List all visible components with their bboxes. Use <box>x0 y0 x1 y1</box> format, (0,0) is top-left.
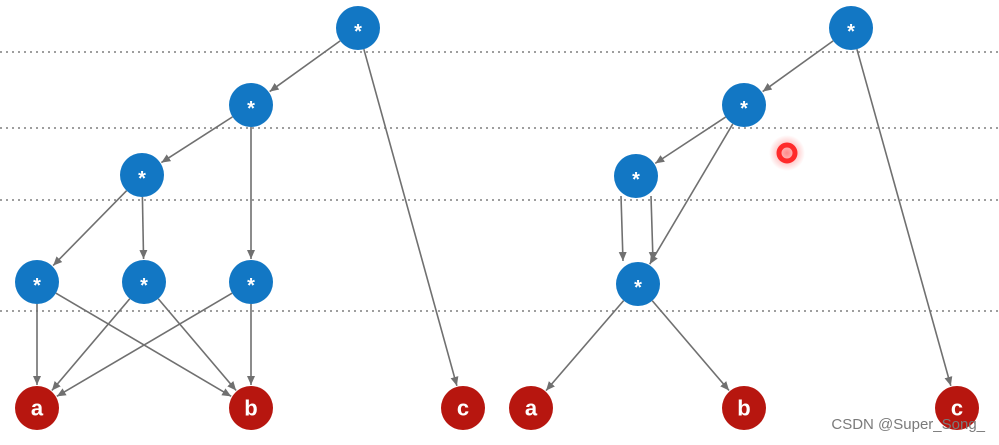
node-label: a <box>525 396 538 421</box>
multiply-node-L_root: * <box>336 6 380 50</box>
multiply-node-R_root: * <box>829 6 873 50</box>
edge-L_p2-to-L_a <box>51 298 131 391</box>
node-circle <box>829 6 873 50</box>
node-circle <box>15 260 59 304</box>
multiply-node-L_m2: * <box>120 153 164 197</box>
leaf-node-R_b: b <box>722 386 766 430</box>
node-label: * <box>247 98 255 120</box>
node-label: * <box>140 275 148 297</box>
level-guide-lines <box>0 51 999 312</box>
leaf-node-L_a: a <box>15 386 59 430</box>
edge-R_p-to-R_b <box>651 300 730 392</box>
node-label: b <box>244 396 257 421</box>
edge-L_p2-to-L_b <box>157 298 237 391</box>
node-circle <box>722 83 766 127</box>
node-circle <box>614 154 658 198</box>
multiply-node-L_p2: * <box>122 260 166 304</box>
node-label: * <box>354 21 362 43</box>
node-circle <box>935 386 979 430</box>
edge-L_m1-to-L_m2 <box>160 116 233 164</box>
leaf-node-R_a: a <box>509 386 553 430</box>
node-circle <box>15 386 59 430</box>
edge-L_root-to-L_c <box>363 48 459 387</box>
node-label: * <box>634 277 642 299</box>
node-circle <box>122 260 166 304</box>
edge-R_root-to-R_c <box>856 48 953 387</box>
node-circle <box>509 386 553 430</box>
multiply-node-L_m1: * <box>229 83 273 127</box>
edge-R_root-to-R_m1 <box>762 40 834 93</box>
left-graph-edges <box>33 40 459 398</box>
node-label: * <box>247 275 255 297</box>
node-label: * <box>138 168 146 190</box>
multiply-node-L_p1: * <box>15 260 59 304</box>
edge-L_m2-to-L_p1 <box>52 190 128 267</box>
edge-R_m2-to-R_p <box>648 195 657 262</box>
node-circle <box>441 386 485 430</box>
node-circle <box>120 153 164 197</box>
edge-L_root-to-L_m1 <box>269 40 341 93</box>
node-label: b <box>737 396 750 421</box>
leaf-node-L_b: b <box>229 386 273 430</box>
edge-R_m2-to-R_p <box>618 195 627 262</box>
edge-R_m1-to-R_m2 <box>654 116 727 165</box>
node-label: c <box>457 396 469 421</box>
left-graph-nodes: * * * * * * a b c <box>15 6 485 430</box>
node-circle <box>229 260 273 304</box>
node-label: * <box>632 169 640 191</box>
node-label: a <box>31 396 44 421</box>
node-label: * <box>740 98 748 120</box>
node-circle <box>229 83 273 127</box>
multiply-node-R_p: * <box>616 262 660 306</box>
node-circle <box>229 386 273 430</box>
leaf-node-L_c: c <box>441 386 485 430</box>
multiply-node-L_p3: * <box>229 260 273 304</box>
node-label: * <box>847 21 855 43</box>
multiply-node-R_m2: * <box>614 154 658 198</box>
right-graph-edges <box>545 40 953 392</box>
edge-R_p-to-R_a <box>545 300 625 392</box>
edge-L_m2-to-L_p2 <box>139 196 148 260</box>
node-label: c <box>951 396 963 421</box>
watermark-text: CSDN @Super_Song_ <box>831 416 985 433</box>
node-circle <box>722 386 766 430</box>
node-circle <box>616 262 660 306</box>
multiply-node-R_m1: * <box>722 83 766 127</box>
node-label: * <box>33 275 41 297</box>
right-graph-nodes: * * * * a b c <box>509 6 979 430</box>
leaf-node-R_c: c <box>935 386 979 430</box>
node-circle <box>336 6 380 50</box>
edge-R_m1-to-R_p <box>649 123 734 265</box>
cursor-marker <box>769 135 805 171</box>
edge-L_p3-to-L_a <box>56 292 233 398</box>
